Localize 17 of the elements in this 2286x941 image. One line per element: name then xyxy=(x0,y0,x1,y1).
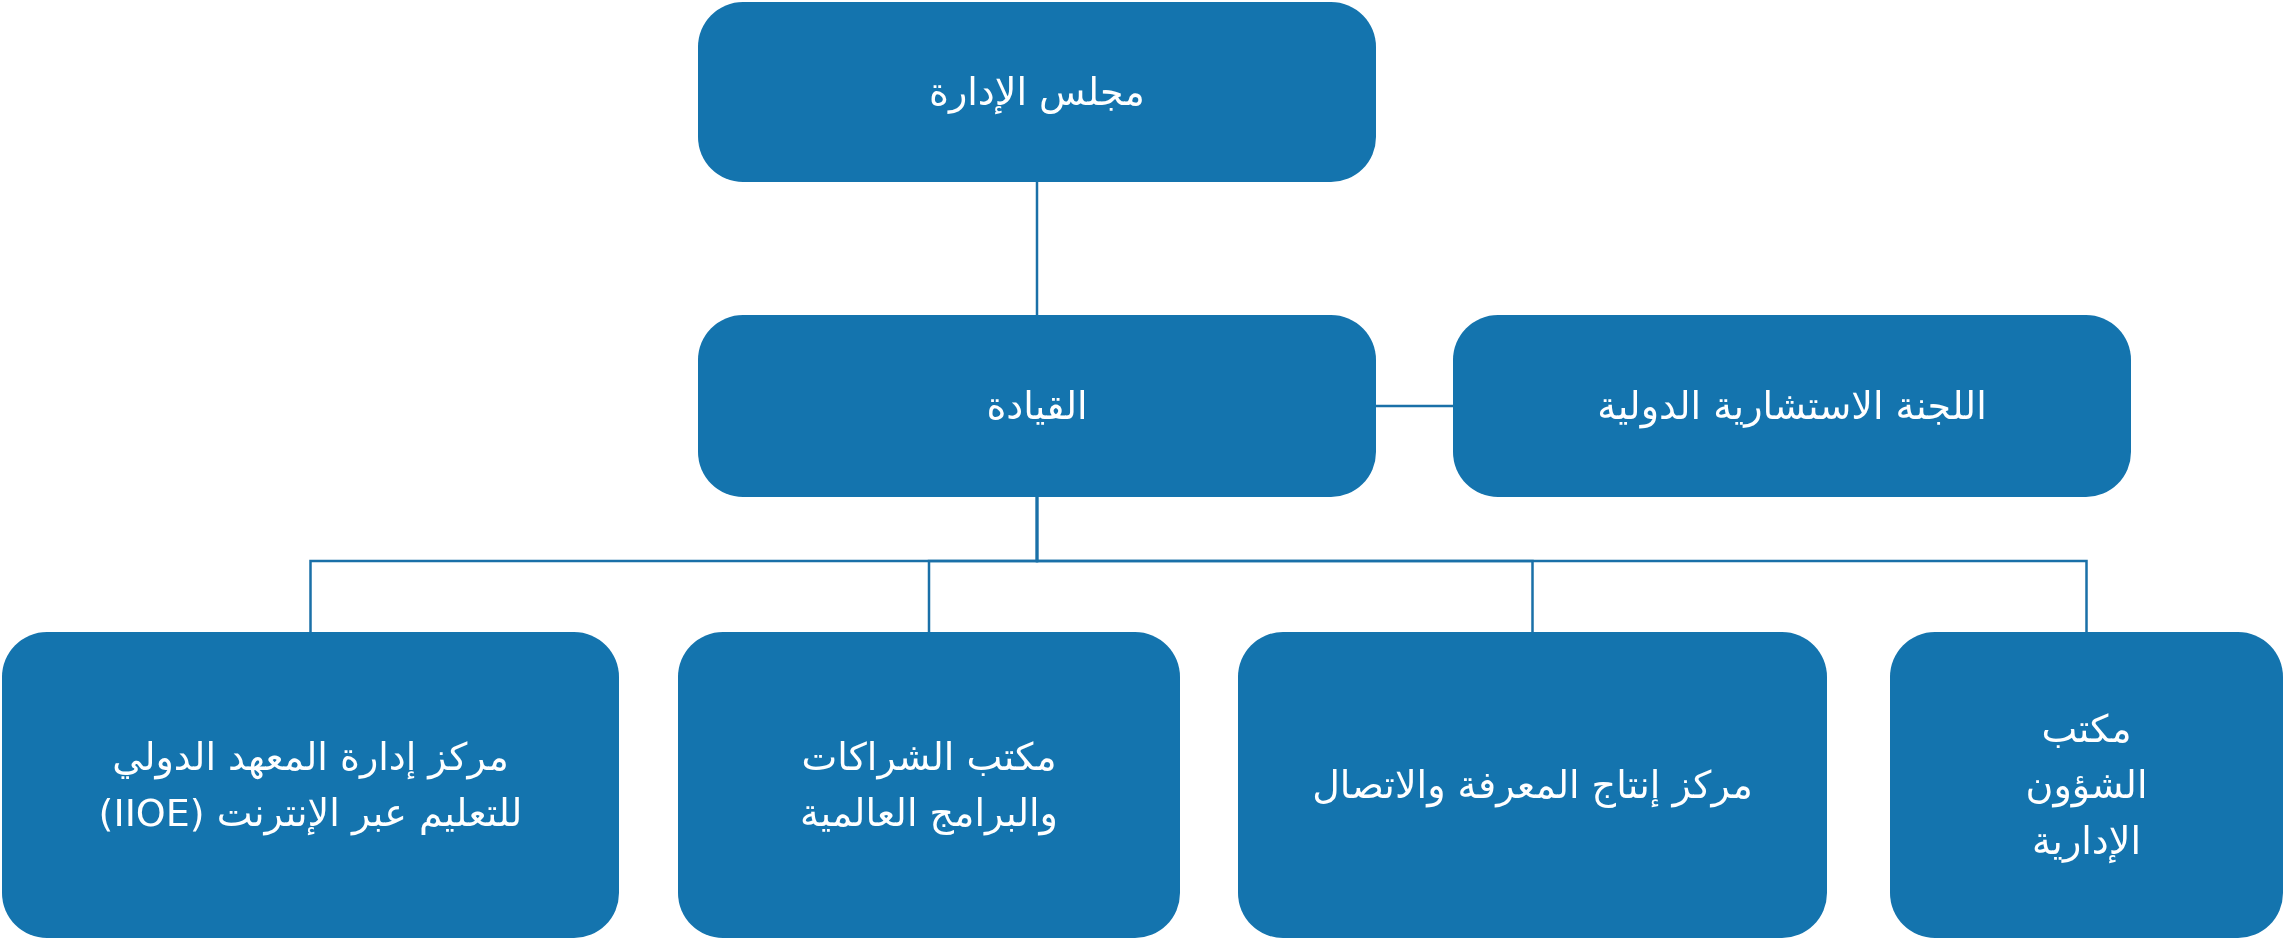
box-label: مركز إنتاج المعرفة والاتصال xyxy=(1311,762,1754,810)
connector-line xyxy=(309,497,1039,632)
box-label: مجلس الإدارة xyxy=(928,69,1146,116)
org-box xyxy=(698,2,1376,182)
org-box xyxy=(1238,632,1827,938)
box-label: القيادة xyxy=(985,383,1089,430)
connector-line xyxy=(1035,182,1039,315)
box-label: مكتب الشراكات والبرامج العالمية xyxy=(799,734,1059,838)
org-box xyxy=(698,315,1376,497)
org-box xyxy=(1890,632,2283,938)
org-box xyxy=(678,632,1180,938)
org-box xyxy=(2,632,619,938)
box-label: اللجنة الاستشارية الدولية xyxy=(1596,383,1988,431)
connector-line xyxy=(1376,404,1453,408)
box-label: مكتب الشؤون الإدارية xyxy=(2024,706,2149,865)
box-label: مركز إدارة المعهد الدولي للتعليم عبر الإنترنت (IIOE) xyxy=(97,734,524,838)
org-box xyxy=(1453,315,2131,497)
